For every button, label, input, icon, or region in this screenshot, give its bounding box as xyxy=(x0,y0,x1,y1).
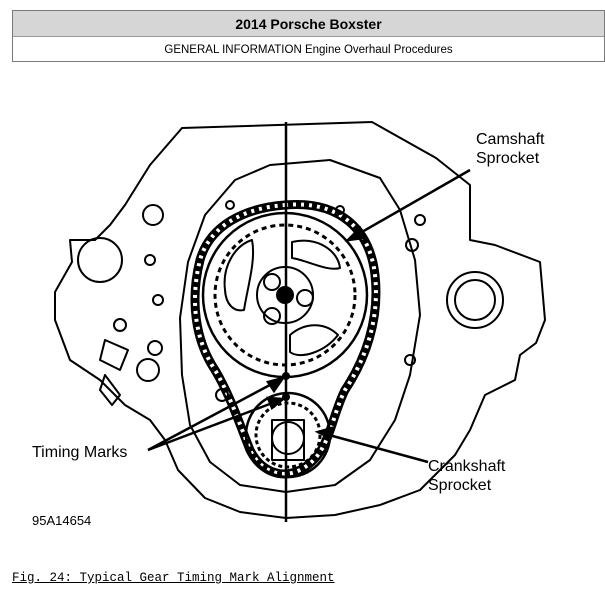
camshaft-leader xyxy=(347,168,471,242)
figure-caption: Fig. 24: Typical Gear Timing Mark Alignm… xyxy=(12,571,335,585)
timing-marks-leader-2 xyxy=(147,397,284,452)
label-line: Sprocket xyxy=(428,477,492,494)
crankshaft-leader xyxy=(317,430,429,464)
camshaft-sprocket-label: Camshaft Sprocket xyxy=(476,130,544,168)
figure-number: 95A14654 xyxy=(32,513,92,528)
crankshaft-sprocket xyxy=(244,391,332,479)
document-header: 2014 Porsche Boxster GENERAL INFORMATION… xyxy=(12,10,605,62)
crankshaft-sprocket-label: Crankshaft Sprocket xyxy=(428,457,505,495)
document-title: 2014 Porsche Boxster xyxy=(13,11,604,37)
timing-marks-label: Timing Marks xyxy=(32,444,128,461)
timing-diagram: Camshaft Sprocket Crankshaft Sprocket Ti… xyxy=(0,100,605,540)
label-line: Crankshaft xyxy=(428,458,506,475)
document-section: GENERAL INFORMATION Engine Overhaul Proc… xyxy=(164,43,453,56)
label-line: Camshaft xyxy=(476,131,545,148)
engine-timing-illustration xyxy=(54,121,546,522)
timing-cover-outline xyxy=(179,159,421,493)
timing-marks-leader-1 xyxy=(147,376,284,452)
label-line: Sprocket xyxy=(476,150,540,167)
